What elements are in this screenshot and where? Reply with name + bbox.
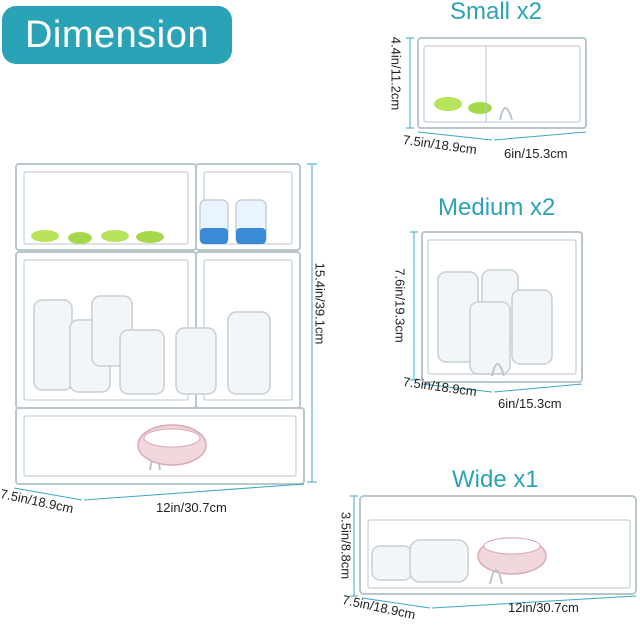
bottle-icons — [33, 199, 553, 583]
small-title: Small x2 — [450, 0, 543, 25]
pacifier-icons — [31, 97, 492, 244]
wide-height-label: 3.5in/8.8cm — [338, 511, 354, 580]
small-drawer — [417, 37, 587, 129]
stack-width-label: 12in/30.7cm — [156, 500, 227, 515]
dimension-badge: Dimension — [2, 6, 232, 64]
medium-height-label: 7.6in/19.3cm — [392, 268, 408, 343]
stack-small-drawer-right — [195, 163, 301, 251]
medium-title: Medium x2 — [438, 194, 556, 221]
small-height-label: 4.4in/11.2cm — [388, 36, 404, 111]
small-width-label: 6in/15.3cm — [504, 146, 568, 161]
wide-width-label: 12in/30.7cm — [508, 600, 579, 615]
medium-drawer — [421, 231, 583, 383]
bowl-icons — [137, 424, 547, 575]
dimension-lines — [13, 37, 637, 609]
stack-wide-drawer — [15, 407, 305, 485]
wide-drawer — [359, 495, 637, 595]
wide-title: Wide x1 — [452, 466, 539, 493]
stack-height-label: 15.4in/39.1cm — [312, 262, 328, 345]
medium-width-label: 6in/15.3cm — [498, 396, 562, 411]
